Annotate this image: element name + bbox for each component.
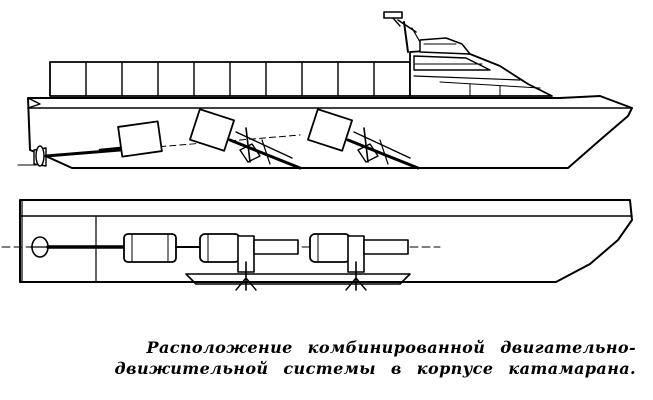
plan-stern-propeller	[29, 236, 124, 258]
figure-caption: Расположение комбинированной двигательно…	[96, 337, 636, 379]
side-view	[17, 11, 633, 170]
engine-aft	[98, 120, 163, 158]
propulsion-unit-1	[189, 108, 302, 170]
propulsion-unit-2	[307, 108, 420, 170]
caption-line-1: Расположение комбинированной двигательно…	[146, 338, 636, 357]
plan-propulsion-unit-1	[199, 233, 299, 291]
plan-view	[1, 199, 633, 291]
plan-propulsion-unit-2	[309, 233, 409, 291]
wheelhouse	[383, 11, 553, 97]
caption-line-2: движительной системы в корпусе катамаран…	[114, 359, 636, 378]
catamaran-diagram	[1, 11, 633, 291]
deck-containers	[49, 61, 411, 97]
plan-engine-aft	[123, 233, 201, 263]
